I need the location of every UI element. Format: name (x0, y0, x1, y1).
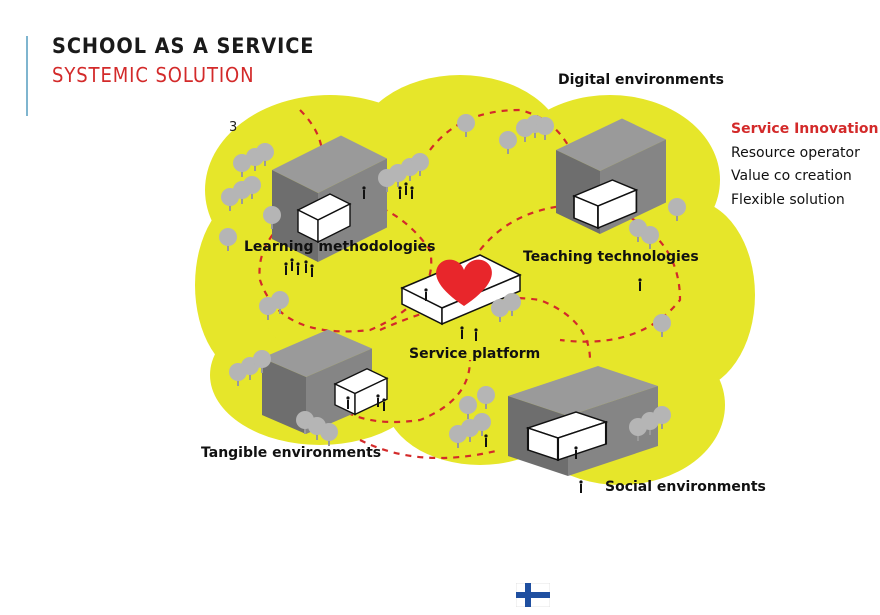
side-list-item: Flexible solution (731, 191, 845, 208)
label-digital-environments: Digital environments (558, 72, 725, 88)
side-list-item: Service Innovation (731, 121, 879, 137)
label-social-environments: Social environments (605, 479, 766, 495)
accent-bar (26, 36, 28, 116)
label-service-platform: Service platform (409, 346, 541, 362)
finland-flag-icon (516, 583, 550, 607)
label-tangible-environments: Tangible environments (201, 445, 382, 461)
side-list-item: Value co creation (731, 168, 852, 184)
side-list-item: Resource operator (731, 144, 860, 161)
page-number: 3 (229, 120, 238, 135)
page-subtitle: SYSTEMIC SOLUTION (52, 63, 255, 87)
heart-icon (436, 259, 492, 306)
label-learning-methodologies: Learning methodologies (244, 239, 436, 255)
page-title: SCHOOL AS A SERVICE (52, 34, 315, 58)
label-teaching-technologies: Teaching technologies (523, 249, 699, 265)
side-list: Service Innovation Resource operator Val… (731, 118, 879, 212)
